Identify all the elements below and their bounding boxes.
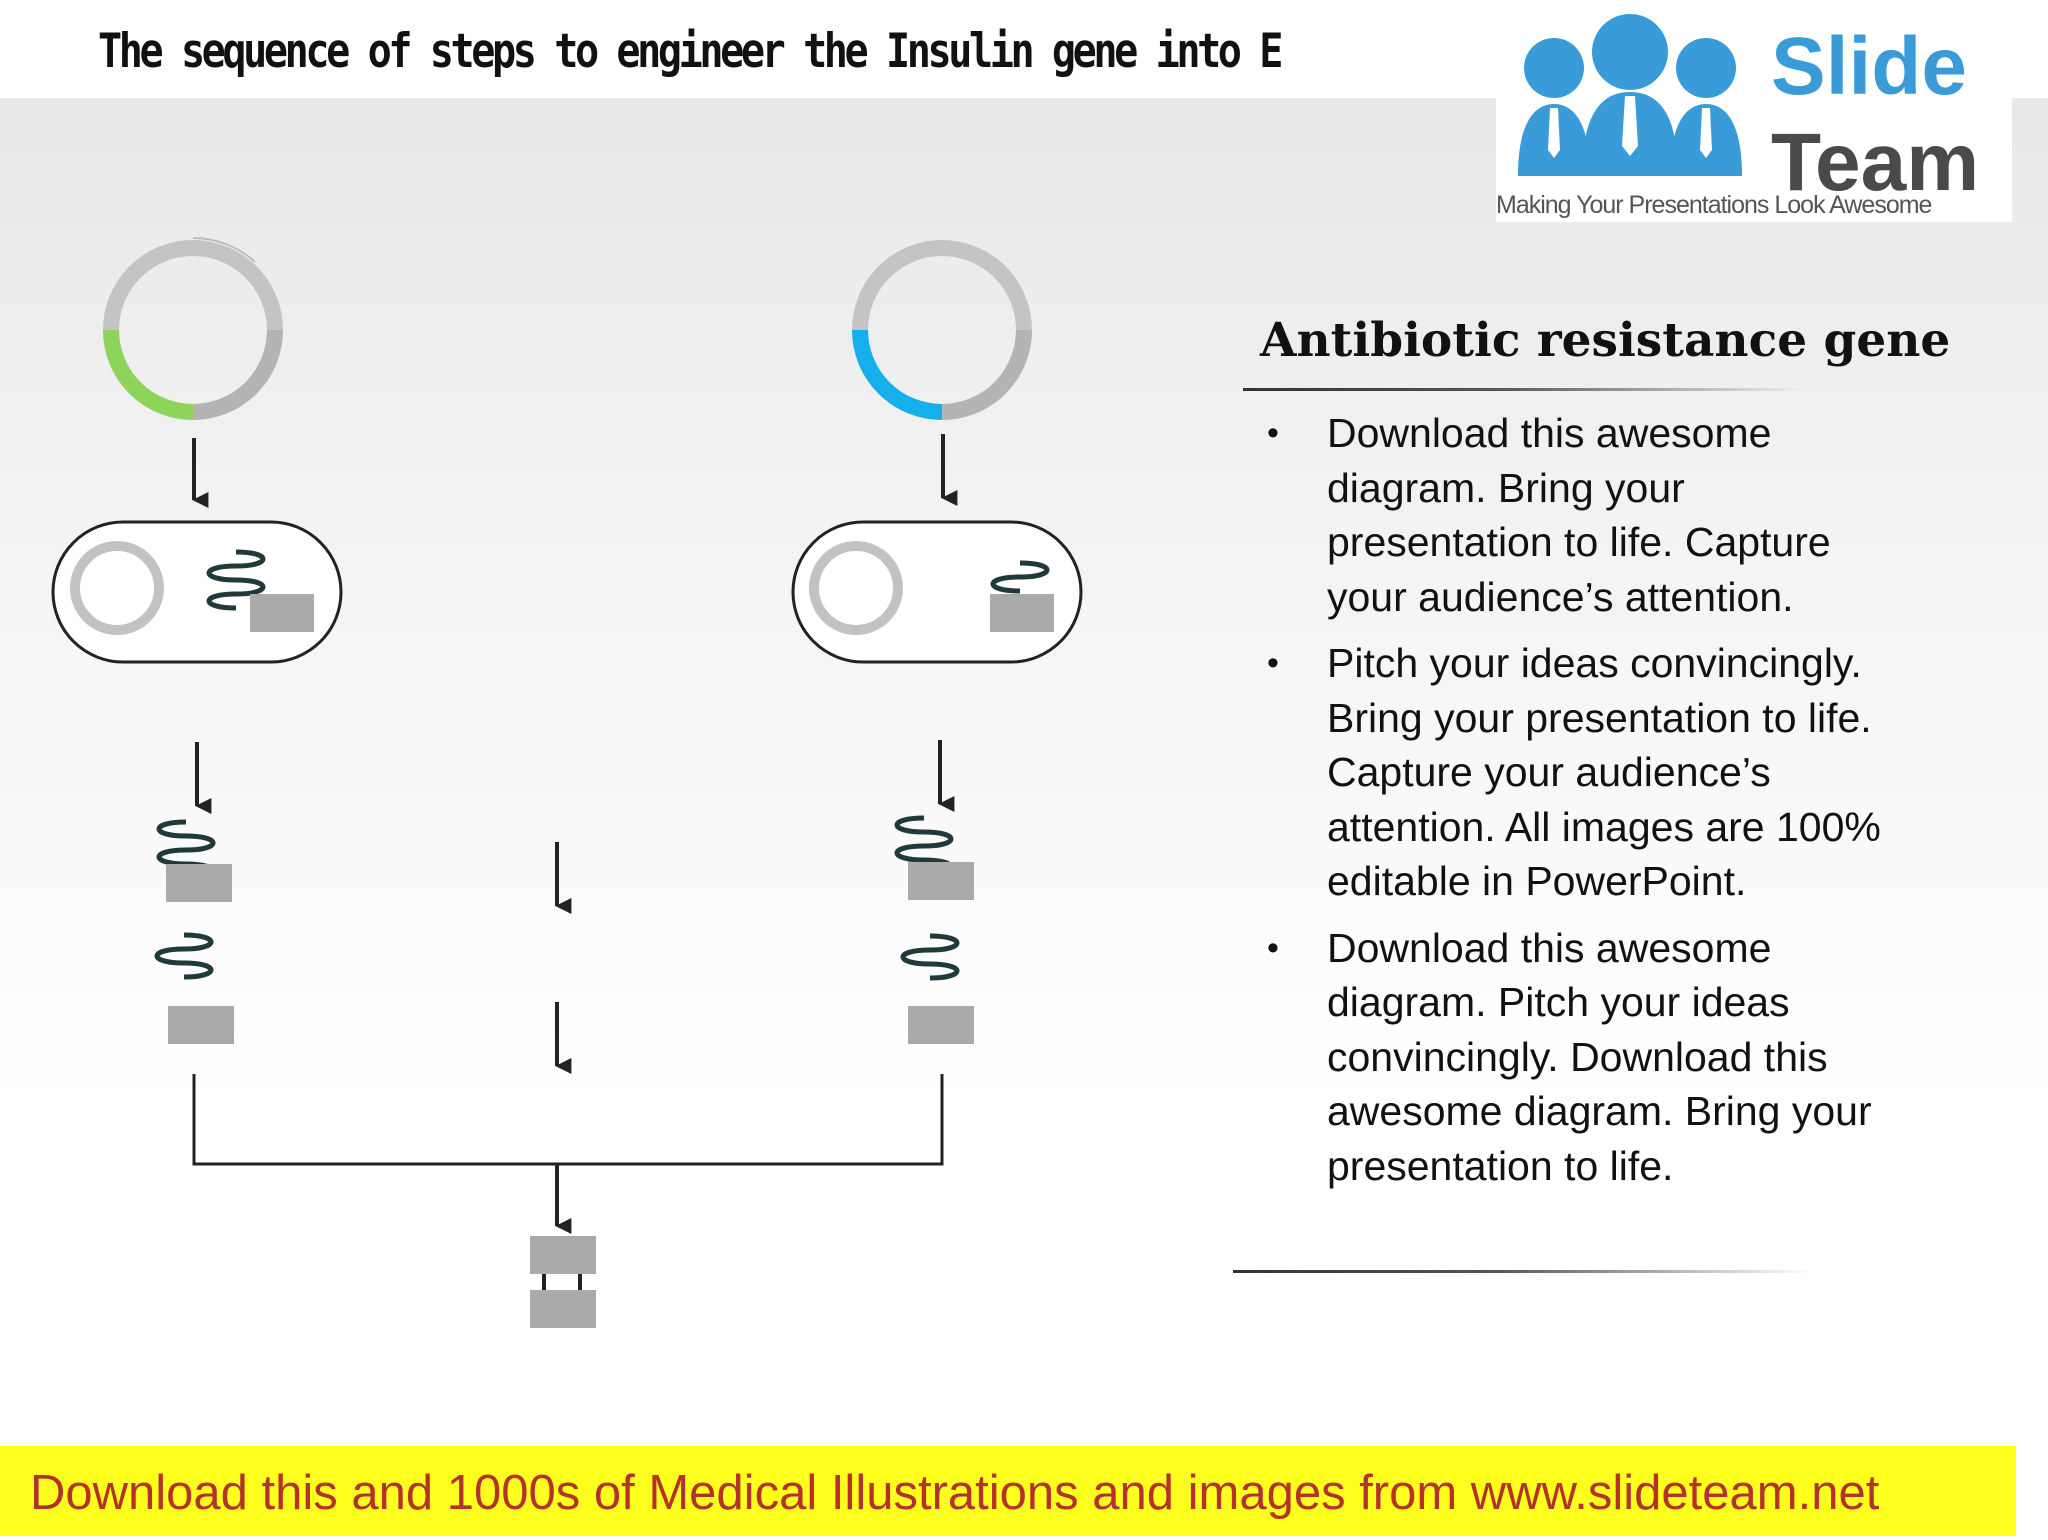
slide-title: The sequence of steps to engineer the In… bbox=[98, 24, 1301, 79]
fragments-right bbox=[894, 815, 974, 1044]
logo-tagline: Making Your Presentations Look Awesome bbox=[1496, 191, 1932, 219]
logo-word-team: Team bbox=[1771, 117, 1980, 208]
panel-rule-top bbox=[1243, 388, 1803, 391]
download-banner-text[interactable]: Download this and 1000s of Medical Illus… bbox=[30, 1466, 1880, 1520]
dna-coil-right-cell bbox=[990, 560, 1050, 594]
bullet-item: • Pitch your ideas convincingly. Bring yo… bbox=[1255, 636, 1895, 909]
people-icon bbox=[1518, 14, 1742, 176]
joining-connector bbox=[192, 1074, 944, 1166]
bullet-item: • Download this awesome diagram. Pitch yo… bbox=[1255, 921, 1895, 1194]
dna-coil-left-cell bbox=[206, 549, 266, 611]
bullet-text: Pitch your ideas convincingly. Bring you… bbox=[1327, 640, 1881, 904]
bullet-text: Download this awesome diagram. Bring you… bbox=[1327, 410, 1831, 620]
bullet-list: • Download this awesome diagram. Bring yo… bbox=[1255, 406, 1895, 1205]
logo-word-slide: Slide bbox=[1771, 21, 1967, 112]
slideteam-logo: Slide Team Making Your Presentations Loo… bbox=[1496, 0, 2012, 222]
plasmid-left bbox=[103, 237, 283, 420]
cell-left bbox=[51, 520, 343, 664]
download-banner[interactable]: Download this and 1000s of Medical Illus… bbox=[0, 1446, 2016, 1536]
panel-rule-bottom bbox=[1233, 1270, 1813, 1273]
gene-block-right-cell bbox=[990, 594, 1054, 632]
fragments-left bbox=[154, 819, 234, 1044]
insulin-engineering-diagram bbox=[51, 237, 1083, 1328]
cell-right bbox=[791, 520, 1083, 664]
plasmid-right bbox=[852, 240, 1032, 420]
panel-heading: Antibiotic resistance gene bbox=[1260, 313, 1951, 368]
recombined-insulin-gene bbox=[530, 1236, 596, 1328]
bullet-dot: • bbox=[1267, 414, 1279, 452]
plasmid-left-green-segment bbox=[103, 329, 194, 420]
bullet-item: • Download this awesome diagram. Bring yo… bbox=[1255, 406, 1895, 624]
plasmid-right-blue-segment bbox=[852, 329, 943, 420]
bullet-dot: • bbox=[1267, 928, 1279, 967]
gene-block-left-cell bbox=[250, 594, 314, 632]
bullet-dot: • bbox=[1267, 644, 1279, 682]
bullet-text: Download this awesome diagram. Pitch you… bbox=[1327, 924, 1872, 1189]
